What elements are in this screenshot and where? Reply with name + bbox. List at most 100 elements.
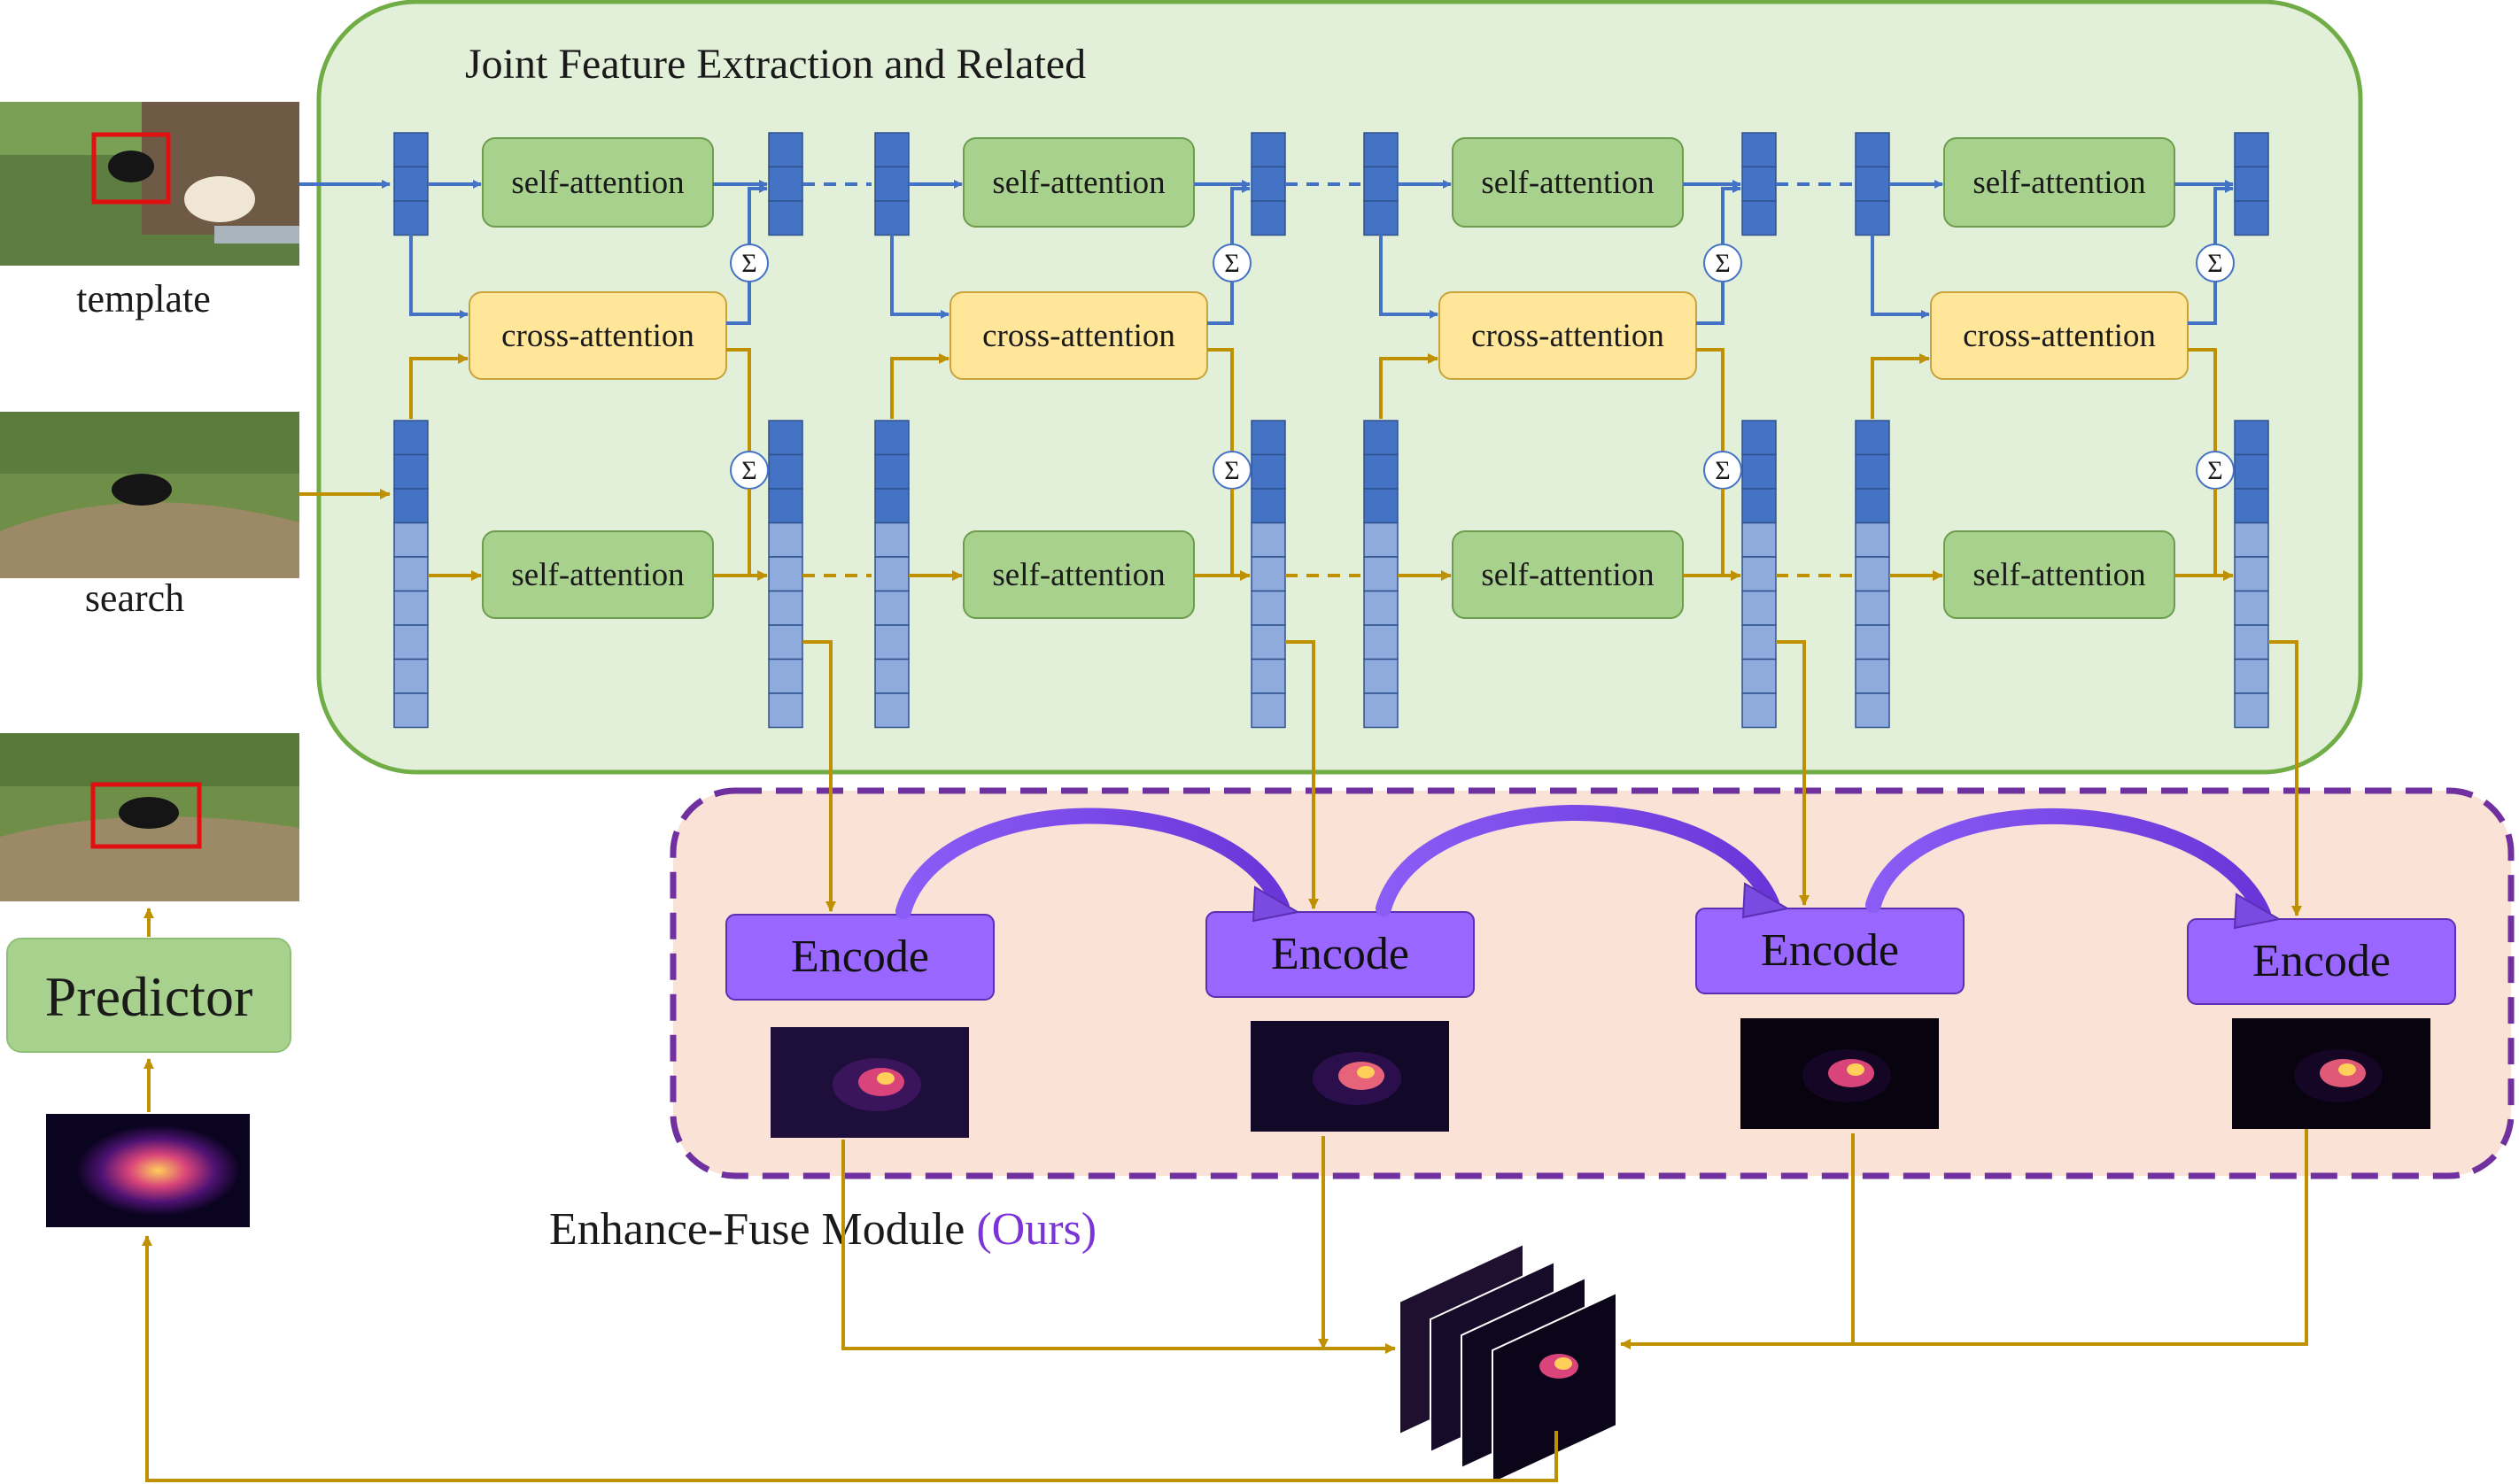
stage-4-to-encoder (2268, 640, 2302, 916)
stage-1-search-sum-symbol: Σ (741, 456, 756, 485)
stage-2-template-to-ca (890, 235, 949, 319)
curved-arrow-head-icon (1252, 885, 1300, 923)
heatmap-collect-1 (841, 1140, 1396, 1354)
stage-1-template-sum-symbol: Σ (741, 249, 756, 278)
stage-4-cross-attention-label: cross-attention (1963, 318, 2156, 354)
stage-4-search-to-ca (1871, 353, 1930, 419)
stage-2-search-self-attention-label: self-attention (992, 557, 1165, 593)
predictor-label: Predictor (45, 965, 253, 1028)
stage-3-cross-attention-label: cross-attention (1471, 318, 1664, 354)
stage-3-encode-label: Encode (1761, 925, 1899, 976)
stage-3-encode-box (1695, 908, 1965, 994)
stage-1-search-to-ca (409, 353, 469, 419)
stage-3-search-to-ca (1379, 353, 1438, 419)
search-image (0, 412, 299, 578)
stage-1-search-tokens (393, 420, 429, 729)
stage-2-template-tokens (874, 132, 910, 236)
joint-extraction-title: Joint Feature Extraction and Related (465, 41, 1086, 88)
encoder-row: Encode Encode Encode Encode (725, 805, 2456, 1138)
stage-3-template-sum-out (1721, 184, 1741, 244)
stage-3-to-encoder (1776, 640, 1810, 906)
stage-4-cross-attention-box (1930, 291, 2189, 380)
stage-1-encode-label: Encode (791, 931, 929, 982)
stage-1-search-self-attention-label: self-attention (511, 557, 684, 593)
curved-arrow-head-icon (2233, 893, 2282, 930)
stage-2-encode-label: Encode (1271, 929, 1409, 979)
stage-2-template-self-attention-label: self-attention (992, 165, 1165, 201)
stage-2-search-output (1251, 420, 1286, 729)
stage-2-encode-box (1205, 911, 1475, 998)
stage-2-template-sum-out (1230, 184, 1251, 244)
stage-3-ca-to-search-sum (1696, 348, 1725, 452)
stage-1-ca-to-search-sum (726, 348, 751, 452)
curved-arrow-icon (1865, 808, 2271, 922)
stage-2-cross-attention-box (949, 291, 1208, 380)
stage-4-search-self-attention-label: self-attention (1973, 557, 2145, 593)
stage-2-to-encoder (1285, 640, 1319, 909)
stage-4-search-tokens (1855, 420, 1890, 729)
stage-3-template-to-ca (1379, 235, 1438, 319)
stage-2-search-sum-symbol: Σ (1224, 456, 1239, 485)
stage-4-search-sum-symbol: Σ (2207, 456, 2222, 485)
stage-1-encode-box (725, 914, 995, 1001)
stage-3-search-sum-symbol: Σ (1715, 456, 1730, 485)
stage-4-template-tokens (1855, 132, 1890, 236)
stage-2-search-to-ca (890, 353, 949, 419)
stage-3-template-sum-symbol: Σ (1715, 249, 1730, 278)
stage-1-cross-attention-box (469, 291, 727, 380)
stage-4-ca-to-search-sum (2188, 348, 2217, 452)
stage-2-cross-attention-label: cross-attention (982, 318, 1175, 354)
stage-4-template-sum-symbol: Σ (2207, 249, 2222, 278)
stage-3-template-self-attention-label: self-attention (1481, 165, 1654, 201)
stage-1-ca-to-template-sum (726, 282, 751, 325)
stage-3-encode-heatmap (1740, 1018, 1939, 1129)
stage-2-search-tokens (874, 420, 910, 729)
stage-4-encode-label: Encode (2252, 936, 2391, 986)
stage-1-template-output (768, 132, 803, 236)
heatmap (46, 1114, 250, 1227)
stage-3-template-tokens (1363, 132, 1399, 236)
template-image (0, 102, 299, 266)
result-image (0, 733, 299, 901)
stage-4-template-self-attention-label: self-attention (1973, 165, 2145, 201)
stage-2-template-sum-symbol: Σ (1224, 249, 1239, 278)
stage-4-ca-to-template-sum (2188, 282, 2217, 325)
stage-4-search-output (2234, 420, 2269, 729)
stage-3-template-output (1741, 132, 1777, 236)
curved-arrow-icon (1376, 805, 1779, 916)
stage-1-template-tokens (393, 132, 429, 236)
curved-arrow-head-icon (1741, 882, 1790, 919)
stage-3-search-tokens (1363, 420, 1399, 729)
enhance-fuse-panel (670, 787, 2515, 1179)
stage-2-encode-heatmap (1251, 1021, 1449, 1132)
module-label: Enhance-Fuse Module (Ours) (549, 1204, 1097, 1255)
feedback-line (142, 1235, 1558, 1482)
stage-1-template-self-attention-label: self-attention (511, 165, 684, 201)
stage-4-template-sum-out (2213, 184, 2234, 244)
stage-4-template-output (2234, 132, 2269, 236)
stage-1-search-output (768, 420, 803, 729)
curved-arrow-icon (895, 808, 1290, 919)
joint-extraction-panel (316, 0, 2363, 775)
predictor-box (6, 938, 291, 1053)
stage-4-encode-heatmap (2232, 1018, 2430, 1129)
search-label: search (85, 576, 184, 620)
feature-stack (1399, 1242, 1617, 1484)
stage-3-search-output (1741, 420, 1777, 729)
stage-1-cross-attention-label: cross-attention (501, 318, 694, 354)
stage-4-encode-box (2187, 918, 2456, 1005)
attention-stages: self-attention cross-attention self-attent… (393, 132, 2302, 916)
heatmap-collect-4 (1853, 1129, 2308, 1346)
stage-4-template-to-ca (1871, 235, 1930, 319)
stage-3-ca-to-template-sum (1696, 282, 1725, 325)
stage-1-to-encoder (802, 640, 836, 912)
template-label: template (76, 277, 211, 321)
stage-2-ca-to-search-sum (1207, 348, 1234, 452)
stage-2-ca-to-template-sum (1207, 282, 1234, 325)
stage-1-template-to-ca (409, 235, 469, 319)
stage-3-search-self-attention-label: self-attention (1481, 557, 1654, 593)
stage-2-template-output (1251, 132, 1286, 236)
stage-1-template-sum-out (748, 184, 768, 244)
stage-1-encode-heatmap (771, 1027, 969, 1138)
